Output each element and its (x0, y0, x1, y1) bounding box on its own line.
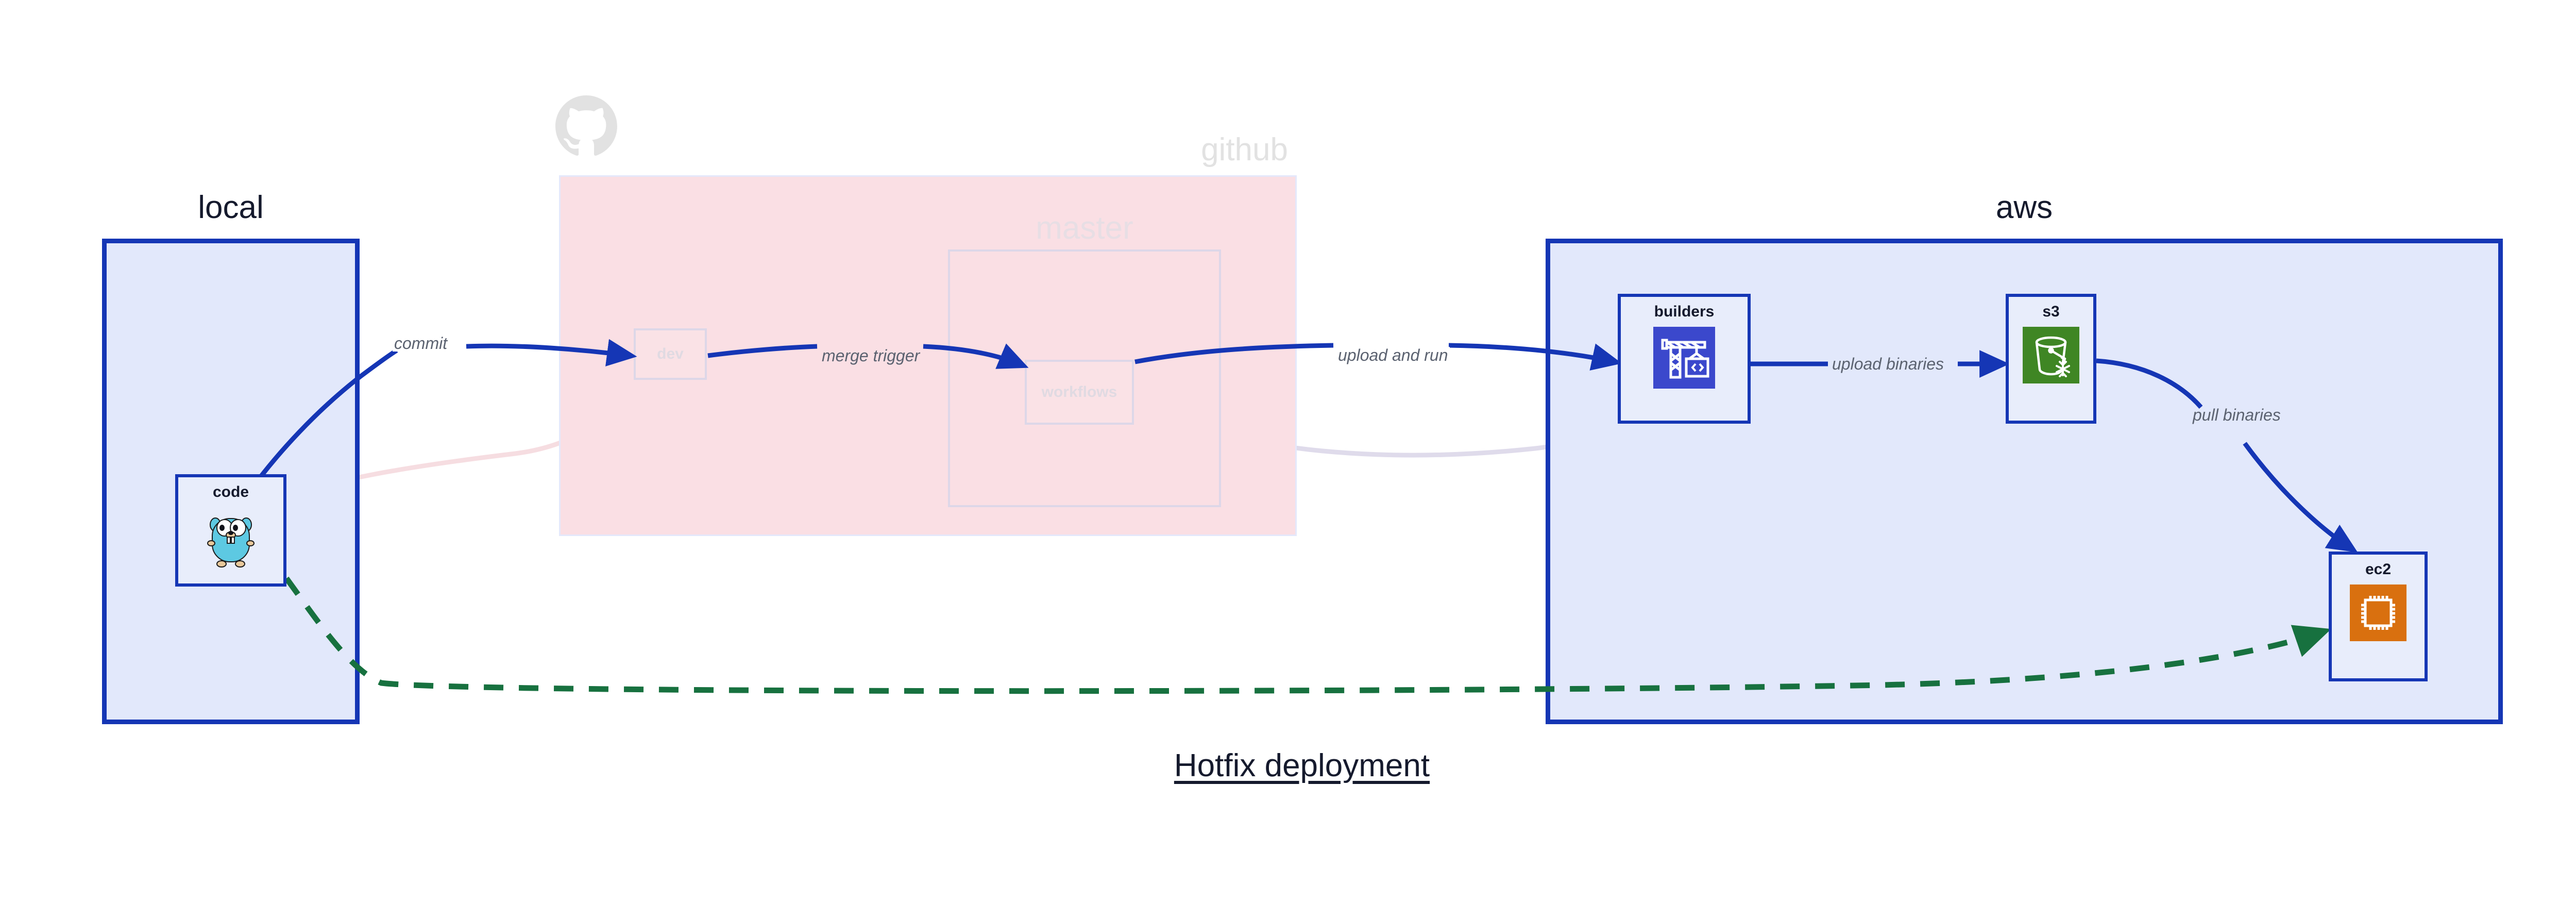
cluster-label-github: github (1201, 132, 1288, 168)
diagram-caption: Hotfix deployment (1174, 748, 1430, 783)
edge-code-dev (255, 348, 398, 483)
node-code[interactable]: code (175, 474, 286, 587)
edge-dev-workflows (707, 344, 818, 358)
node-dev[interactable]: dev (634, 328, 707, 380)
cluster-label-local: local (198, 190, 264, 225)
edge-label-upload-and-run: upload and run (1336, 347, 1450, 363)
edge-s3-ec2-tail (2243, 442, 2358, 553)
edge-s3-ec2 (2096, 358, 2203, 409)
node-builders[interactable]: builders (1618, 294, 1751, 424)
cluster-master (948, 249, 1221, 507)
go-gopher-icon (207, 517, 255, 567)
node-workflows[interactable]: workflows (1025, 360, 1134, 425)
node-s3-label: s3 (2042, 303, 2060, 320)
edge-dev-workflows-tail (923, 343, 1029, 369)
edge-workflows-builders-tail (1448, 343, 1622, 371)
edge-code-dev-tail (466, 339, 637, 366)
cluster-label-master: master (1036, 210, 1133, 246)
aws-codebuild-icon (1653, 327, 1715, 389)
node-code-label: code (212, 483, 249, 500)
node-ec2-label: ec2 (2365, 561, 2392, 578)
edge-label-merge-trigger: merge trigger (820, 347, 922, 364)
node-workflows-label: workflows (1041, 383, 1117, 400)
edge-code-ec2-hotfix (284, 576, 2331, 694)
node-builders-label: builders (1654, 303, 1715, 320)
edge-label-pull-binaries: pull binaries (2193, 406, 2281, 424)
aws-ec2-chip-icon (2350, 584, 2406, 641)
edge-label-upload-binaries: upload binaries (1831, 356, 1946, 372)
aws-s3-glacier-icon (2023, 327, 2079, 383)
node-s3[interactable]: s3 (2006, 294, 2096, 424)
edge-workflows-builders (1134, 343, 1334, 364)
node-dev-label: dev (657, 345, 684, 362)
node-ec2[interactable]: ec2 (2329, 552, 2428, 681)
edge-label-commit: commit (393, 335, 449, 352)
github-octocat-icon (555, 95, 617, 156)
cluster-label-aws: aws (1995, 190, 2053, 225)
